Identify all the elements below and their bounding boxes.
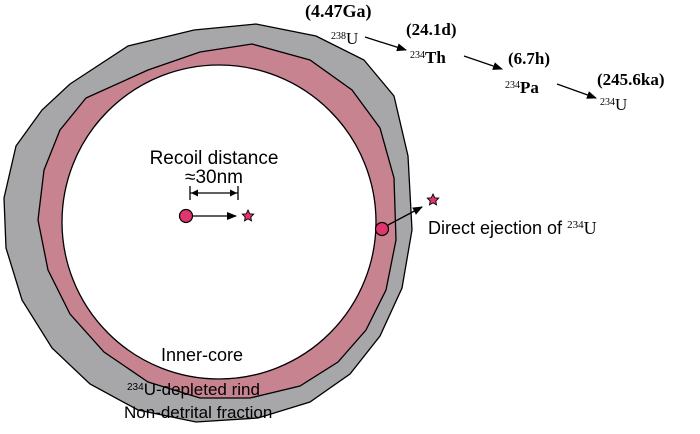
decay-arrow-pa234-u234: [556, 83, 597, 99]
ejection-arrow: [387, 206, 423, 226]
pa234-half-life: (6.7h): [508, 49, 550, 68]
th234-half-life: (24.1d): [406, 20, 457, 39]
u234-nuclide: 234U: [600, 95, 627, 114]
recoil-distance-label: Recoil distance: [150, 148, 279, 169]
parent-nucleus-dot: [178, 208, 194, 224]
recoil-distance-bar-arrowhead-left: [191, 189, 198, 197]
u238-half-life: (4.47Ga): [305, 1, 372, 22]
u234-half-life: (245.6ka): [597, 70, 665, 89]
direct-ejection-label: Direct ejection of 234U: [428, 218, 597, 238]
inner-core-label: Inner-core: [161, 345, 243, 365]
th234-nuclide: 234Th: [410, 48, 446, 67]
recoil-distance-bar-arrowhead-right: [230, 189, 237, 197]
pa234-nuclide: 234Pa: [505, 78, 539, 97]
rim-nucleus-dot: [374, 221, 390, 237]
u238-nuclide: 238U: [331, 29, 358, 48]
decay-arrow-u238-th234: [364, 36, 407, 52]
inner-core: [61, 64, 377, 380]
recoil-distance-value: ≈30nm: [185, 167, 243, 188]
ejected-nucleus-star: [426, 192, 440, 206]
non-detrital-fraction-label: Non-detrital fraction: [124, 403, 272, 422]
depleted-rind-label: 234U-depleted rind: [127, 380, 260, 399]
recoiled-nucleus-star: [241, 208, 255, 222]
decay-arrow-th234-pa234: [463, 55, 503, 70]
